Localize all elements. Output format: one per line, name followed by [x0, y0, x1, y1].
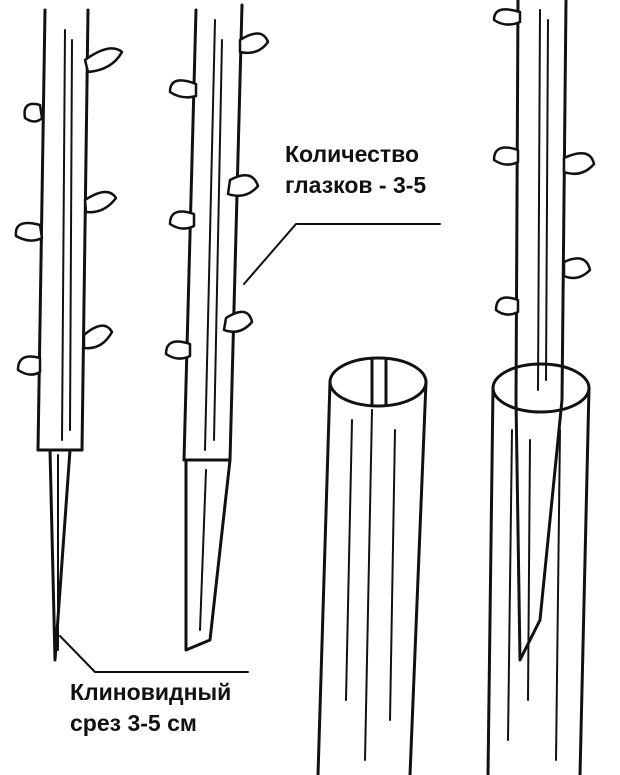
- bud-2: [23, 102, 44, 123]
- bud-9: [226, 173, 260, 197]
- leader-line-wedge-cut: [59, 635, 249, 673]
- bud-1: [83, 47, 124, 74]
- bud-count-label-line2: глазков - 3-5: [285, 172, 427, 198]
- bud-count-label-line1: Количество: [285, 141, 420, 167]
- grafted-cutting-right: [486, 0, 596, 775]
- bud-12: [164, 340, 192, 360]
- bud-15: [492, 146, 520, 166]
- leader-line-bud-count: [243, 223, 441, 285]
- bud-16: [562, 257, 592, 280]
- bud-5: [82, 324, 114, 350]
- split-rootstock: [316, 356, 428, 775]
- bud-7: [238, 32, 270, 55]
- bud-8: [168, 79, 198, 99]
- cutting-wedge-left: [14, 8, 124, 662]
- bud-count-label: Количество глазков - 3-5: [285, 139, 426, 201]
- bud-6: [16, 355, 42, 376]
- wedge-cut-label: Клиновидный срез 3-5 см: [70, 677, 231, 739]
- bud-13: [492, 8, 522, 26]
- wedge-cut-label-line2: срез 3-5 см: [70, 710, 197, 736]
- wedge-cut-label-line1: Клиновидный: [70, 679, 232, 705]
- bud-11: [222, 310, 254, 333]
- bud-10: [168, 210, 196, 230]
- cutting-slant-middle: [164, 3, 270, 652]
- bud-3: [83, 190, 118, 214]
- bud-17: [494, 296, 520, 316]
- bud-14: [562, 151, 596, 175]
- bud-4: [14, 221, 44, 242]
